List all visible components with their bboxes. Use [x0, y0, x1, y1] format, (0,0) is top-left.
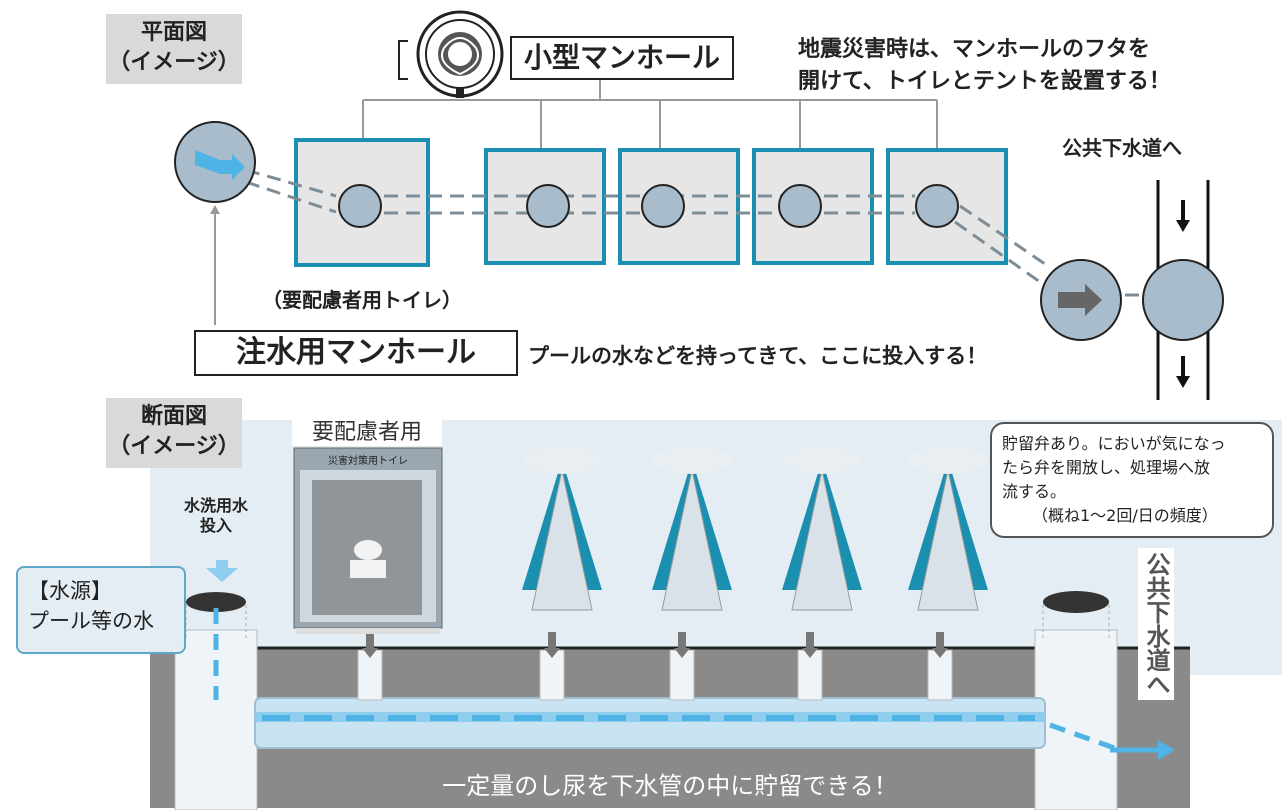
valve-note-callout: 貯留弁あり。においが気になっ たら弁を開放し、処理場へ放 流する。 （概ね1～2…: [990, 422, 1274, 538]
small-manhole-5: [915, 184, 959, 228]
flush-water-label: 水洗用水 投入: [176, 496, 256, 536]
disaster-note: 地震災害時は、マンホールのフタを 開けて、トイレとテントを設置する！: [798, 34, 1171, 98]
tent-1: [522, 446, 602, 611]
water-source-line2: プール等の水: [28, 609, 154, 633]
priority-toilet-label: （要配慮者用トイレ）: [262, 288, 462, 312]
valve-note-line4: （概ね1～2回/日の頻度）: [1032, 506, 1218, 525]
water-source-callout: 【水源】 プール等の水: [16, 566, 186, 654]
inlet-note: プールの水などを持ってきて、ここに投入する！: [528, 344, 988, 368]
section-label: 断面図 （イメージ）: [106, 398, 242, 468]
flush-water-arrow-icon: [206, 568, 238, 582]
plan-label-line2: （イメージ）: [108, 50, 240, 75]
priority-toilet-square: [294, 138, 430, 267]
water-flow-arrow-icon: [195, 150, 245, 180]
booth-sign: 災害対策用トイレ: [328, 456, 408, 467]
tent-4: [908, 446, 988, 611]
plan-section-label: 平面図 （イメージ）: [106, 14, 242, 84]
disaster-note-line2: 開けて、トイレとテントを設置する！: [798, 69, 1171, 94]
sewer-pipe: [254, 697, 1046, 749]
flush-water-line2: 投入: [199, 516, 232, 535]
manhole-cover-icon: [416, 10, 504, 98]
section-diagram: [150, 420, 1282, 810]
priority-booth-label: 要配慮者用: [292, 414, 442, 446]
small-manhole-2: [526, 184, 570, 228]
public-sewer-vertical-label: 公共下水道へ: [1138, 548, 1174, 700]
small-manhole-label: 小型マンホール: [510, 36, 734, 80]
valve-note-line1: 貯留弁あり。においが気になっ: [1002, 434, 1226, 453]
bracket-left: [398, 40, 408, 80]
outlet-arrow-icon: [1058, 284, 1102, 316]
flush-water-line1: 水洗用水: [183, 496, 248, 515]
tent-2: [652, 446, 732, 611]
valve-note-line2: たら弁を開放し、処理場へ放: [1002, 458, 1211, 477]
small-manhole-1: [338, 184, 382, 228]
public-sewer-manhole: [1142, 259, 1224, 341]
tent-3: [782, 446, 862, 611]
disaster-note-line1: 地震災害時は、マンホールのフタを: [798, 37, 1151, 62]
water-source-line1: 【水源】: [28, 579, 112, 603]
outlet-manhole-shaft: [1034, 629, 1118, 810]
section-label-line2: （イメージ）: [108, 434, 240, 459]
storage-note: 一定量のし尿を下水管の中に貯留できる！: [442, 772, 898, 800]
valve-note-line3: 流する。: [1002, 482, 1067, 501]
priority-toilet-booth: [293, 447, 443, 634]
small-manhole-4: [778, 184, 822, 228]
plan-diagram: [174, 78, 1224, 400]
small-manhole-3: [641, 184, 685, 228]
plan-label-line1: 平面図: [140, 20, 207, 45]
public-sewer-label: 公共下水道へ: [1062, 136, 1182, 160]
section-label-line1: 断面図: [140, 404, 207, 429]
outflow-arrow-icon: [1158, 740, 1175, 760]
inlet-manhole-label: 注水用マンホール: [194, 330, 518, 376]
inlet-manhole-shaft: [174, 629, 258, 810]
